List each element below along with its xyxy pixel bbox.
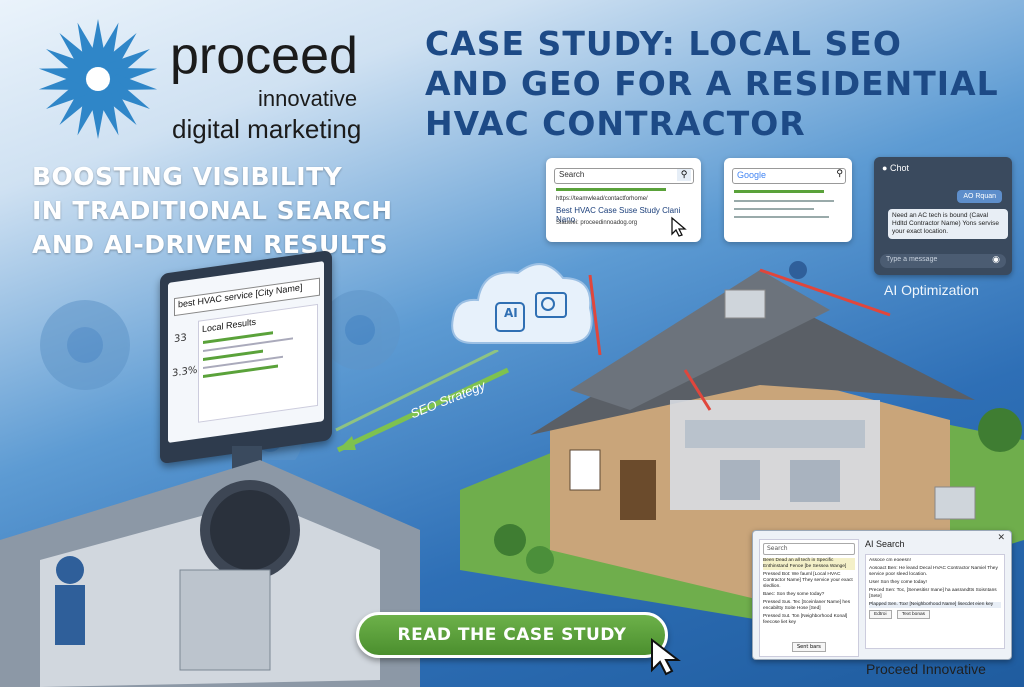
cursor-icon: [651, 637, 681, 676]
result-url: https://teamwlead/contactforhome/: [556, 196, 648, 202]
search-icon[interactable]: ⚲: [677, 169, 691, 181]
google-card: Google ⚲: [724, 158, 852, 242]
ai-chip-label: AI: [504, 306, 518, 320]
send-button[interactable]: Sent bars: [792, 642, 826, 652]
google-logo: Google: [737, 170, 767, 180]
result-subtitle: Siauwei: proceedinnoadog.org: [556, 220, 638, 226]
chat-window: ● Chot AO Rquan Need an AC tech is bound…: [874, 157, 1012, 275]
brand-line3: digital marketing: [172, 114, 362, 144]
subtitle-line-2: IN TRADITIONAL SEARCH: [32, 196, 393, 225]
cursor-icon: [671, 216, 687, 237]
chat-input-placeholder: Type a message: [886, 256, 938, 263]
gear-icons: [40, 290, 400, 460]
result-bar: [734, 190, 824, 193]
monitor-search-query: best HVAC service [City Name]: [178, 282, 303, 310]
chat-bubble-user: AO Rquan: [957, 190, 1002, 203]
chat-title: ● Chot: [882, 163, 909, 173]
title-line-2: AND GEO FOR A RESIDENTIAL: [425, 64, 999, 103]
result-bar: [734, 208, 814, 210]
edit-button[interactable]: Edtroi: [869, 610, 892, 619]
chat-line: Been Dead an all tech in Specific Enthin…: [763, 558, 855, 570]
close-icon[interactable]: ✕: [997, 533, 1005, 543]
brand-name: proceed: [170, 27, 358, 85]
subtitle: BOOSTING VISIBILITY IN TRADITIONAL SEARC…: [32, 160, 452, 262]
chat-title-text: Chot: [889, 163, 909, 173]
title-line-1: CASE STUDY: LOCAL SEO: [425, 24, 902, 63]
local-results-panel: Local Results: [198, 303, 318, 423]
read-case-study-button[interactable]: READ THE CASE STUDY: [356, 612, 668, 658]
stat-value-2: 3.3%: [172, 364, 198, 380]
title-line-3: HVAC CONTRACTOR: [425, 104, 806, 143]
google-search-input[interactable]: Google ⚲: [732, 168, 846, 184]
search-results-card: Search ⚲ https://teamwlead/contactforhom…: [546, 158, 701, 242]
ai-search-title: AI Search: [865, 539, 905, 549]
ai-optimization-label: AI Optimization: [884, 282, 979, 298]
brand-line2: innovative: [258, 86, 358, 111]
chat-line: Pressed Sut. Ton [Neighborhood Konal] fe…: [763, 614, 848, 625]
chat-icon: ●: [882, 163, 888, 173]
chat-message-input[interactable]: Type a message ◉: [880, 254, 1006, 268]
text-button[interactable]: Text bonas: [896, 610, 931, 619]
left-search-input[interactable]: Search: [763, 543, 855, 555]
stat-value-1: 33: [174, 332, 187, 346]
ac-unit-illustration: [0, 460, 420, 687]
search-icon[interactable]: ⚲: [836, 169, 843, 179]
chat-line: Aosoact Ben: He leand Decal HVAC Contrac…: [869, 566, 998, 577]
chat-line: Pressed Sus. Tec [Sceinlaner Name] hes e…: [763, 600, 851, 611]
result-bar: [556, 188, 666, 191]
ai-chat-right: AI Search Assoce cm eoeesn! Aosoact Ben:…: [865, 539, 1005, 655]
ai-search-panel: ✕ Search Been Dead an all tech in Specif…: [752, 530, 1012, 660]
footer-brand: Proceed Innovative: [866, 661, 986, 677]
chat-line: Plapped Sen. Toxr [Neighborhood Name] li…: [869, 602, 1001, 608]
monitor-screen: best HVAC service [City Name] Local Resu…: [168, 261, 324, 443]
subtitle-line-3: AND AI-DRIVEN RESULTS: [32, 230, 389, 259]
chat-line: Pressed Bot: We fauml [Local HVAC Contra…: [763, 572, 853, 589]
subtitle-line-1: BOOSTING VISIBILITY: [32, 162, 343, 191]
proceed-logo-icon: [37, 19, 159, 139]
chat-line: Assoce cm eoeesn!: [869, 558, 911, 563]
chat-line: Preced Sen: Toc, [Senesitisr Inane] ha a…: [869, 588, 997, 599]
chat-line: Baec: Son they some today?: [763, 592, 825, 597]
ai-chat-left: Search Been Dead an all tech in Specific…: [759, 539, 859, 657]
ai-cloud-icon: [451, 263, 593, 344]
microphone-icon[interactable]: ◉: [992, 255, 1000, 265]
result-bar: [734, 216, 829, 218]
seo-arrows: [335, 350, 510, 453]
search-placeholder: Search: [559, 170, 585, 179]
chat-line: User Son they come today!: [869, 580, 927, 585]
search-input[interactable]: Search ⚲: [554, 168, 694, 184]
result-bar: [734, 200, 834, 202]
chat-bubble-bot: Need an AC tech is bound (Caval Hdltd Co…: [888, 209, 1008, 239]
left-search-placeholder: Search: [767, 545, 788, 552]
page-title: CASE STUDY: LOCAL SEO AND GEO FOR A RESI…: [425, 24, 1015, 144]
result-title-link[interactable]: Best HVAC Case Suse Study Clani Nano: [556, 206, 681, 224]
